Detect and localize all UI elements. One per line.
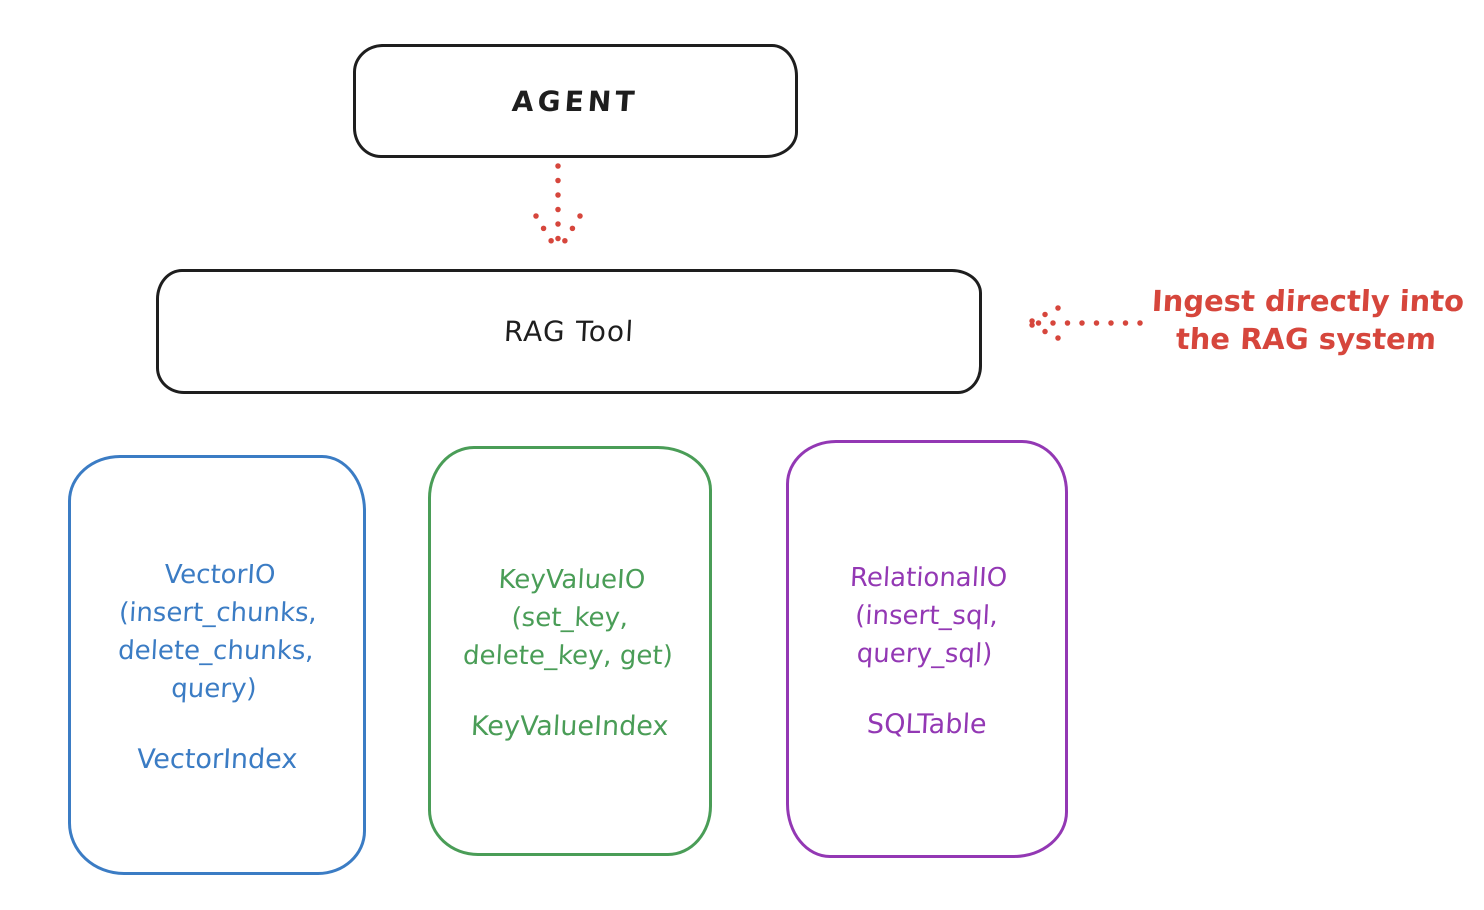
relational-io-methods: RelationalIO (insert_sql, query_sql) <box>849 562 1009 669</box>
rag-tool-node: RAG Tool <box>156 269 982 394</box>
vector-io-methods: VectorIO (insert_chunks, delete_chunks, … <box>117 559 318 704</box>
relational-io-node: RelationalIO (insert_sql, query_sql) SQL… <box>786 440 1068 858</box>
agent-label: AGENT <box>511 84 640 118</box>
keyvalue-io-methods: KeyValueIO (set_key, delete_key, get) <box>462 564 674 671</box>
vector-index-label: VectorIndex <box>136 743 298 775</box>
arrow-annotation-to-rag-tool-icon <box>1025 305 1143 341</box>
arrow-agent-to-rag-tool-icon <box>533 163 583 255</box>
vector-io-node: VectorIO (insert_chunks, delete_chunks, … <box>68 455 366 875</box>
agent-node: AGENT <box>353 44 798 158</box>
sql-table-label: SQLTable <box>866 708 988 740</box>
ingest-annotation: Ingest directly into the RAG system <box>1151 284 1465 356</box>
keyvalue-io-node: KeyValueIO (set_key, delete_key, get) Ke… <box>428 446 712 856</box>
keyvalue-index-label: KeyValueIndex <box>470 710 670 742</box>
rag-tool-label: RAG Tool <box>503 315 635 348</box>
